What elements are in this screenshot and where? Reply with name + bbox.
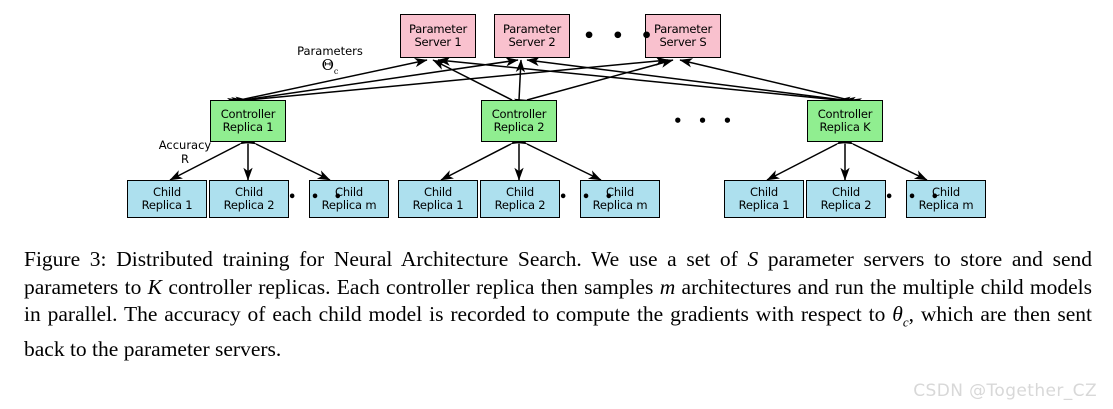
node-line1: Parameter — [653, 21, 713, 36]
node-line2: Server 1 — [414, 35, 462, 49]
parameter-server-2: Parameter Server 2 — [494, 14, 570, 58]
child-replica-m-group-3: Child Replica m — [906, 180, 986, 218]
caption-math-theta-c: θc — [892, 302, 909, 330]
node-line2: Replica m — [592, 198, 648, 212]
accuracy-label-text: Accuracy — [158, 138, 212, 152]
node-line2: Replica 1 — [222, 120, 274, 134]
node-line1: Child — [831, 184, 860, 199]
node-line2: Replica K — [819, 120, 871, 134]
accuracy-symbol: R — [181, 152, 189, 166]
theta-symbol: Θc — [321, 56, 339, 77]
node-line1: Parameter — [502, 21, 562, 36]
children-group-1-ellipsis: • • • — [288, 190, 347, 205]
csdn-watermark: CSDN @Together_CZ — [913, 381, 1097, 401]
node-line2: Replica 1 — [412, 198, 464, 212]
parameter-server-1: Parameter Server 1 — [400, 14, 476, 58]
node-line1: Child — [931, 184, 960, 199]
node-line2: Replica 2 — [223, 198, 275, 212]
controllers-ellipsis: • • • — [673, 112, 738, 130]
controller-replica-1: Controller Replica 1 — [210, 100, 286, 142]
parameters-edge-label: Parameters Θc — [278, 44, 382, 79]
children-group-2-ellipsis: • • • — [559, 190, 618, 205]
node-line1: Child — [152, 184, 181, 199]
caption-part-1: Distributed training for Neural Architec… — [106, 247, 748, 271]
diagram-arrows — [169, 56, 928, 181]
node-line2: Replica 1 — [738, 198, 790, 212]
child-replica-m-group-1: Child Replica m — [309, 180, 389, 218]
caption-math-s: S — [747, 247, 759, 271]
node-line1: Child — [605, 184, 634, 199]
child-replica-2-group-1: Child Replica 2 — [209, 180, 289, 218]
parameter-server-s: Parameter Server S — [645, 14, 721, 58]
node-line2: Server 2 — [508, 35, 556, 49]
servers-ellipsis: • • • — [583, 25, 658, 47]
caption-part-2: parameter servers to store and send para… — [24, 247, 1092, 299]
node-line2: Replica m — [321, 198, 377, 212]
caption-math-m: m — [659, 274, 676, 299]
node-line2: Replica 2 — [494, 198, 546, 212]
node-line2: Server S — [659, 35, 707, 49]
node-line2: Replica 2 — [820, 198, 872, 212]
parameters-label-text: Parameters — [297, 44, 363, 58]
child-replica-m-group-2: Child Replica m — [580, 180, 660, 218]
child-replica-2-group-2: Child Replica 2 — [480, 180, 560, 218]
figure-caption: Figure 3: Distributed training for Neura… — [24, 246, 1092, 363]
controller-replica-k: Controller Replica K — [807, 100, 883, 142]
children-group-3-ellipsis: • • • — [885, 190, 944, 205]
node-line1: Parameter — [408, 21, 468, 36]
child-replica-1-group-3: Child Replica 1 — [724, 180, 804, 218]
node-line2: Replica m — [918, 198, 974, 212]
node-line1: Child — [334, 184, 363, 199]
caption-prefix: Figure 3: — [24, 247, 107, 271]
controller-replica-2: Controller Replica 2 — [481, 100, 557, 142]
caption-part-5: , which are then sent back to the parame… — [24, 302, 1092, 361]
node-line1: Child — [749, 184, 778, 199]
node-line2: Replica 1 — [141, 198, 193, 212]
accuracy-edge-label: Accuracy R — [143, 138, 227, 166]
node-line1: Controller — [220, 106, 276, 121]
caption-part-3: controller replicas. Each controller rep… — [162, 274, 660, 299]
child-replica-2-group-3: Child Replica 2 — [806, 180, 886, 218]
node-line2: Replica 2 — [493, 120, 545, 134]
node-line1: Child — [505, 184, 534, 199]
figure-diagram: Parameter Server 1 Parameter Server 2 Pa… — [127, 14, 986, 218]
caption-part-4: architectures and run the multiple child… — [24, 274, 1092, 327]
child-replica-1-group-1: Child Replica 1 — [127, 180, 207, 218]
node-line1: Controller — [817, 106, 873, 121]
node-line1: Child — [423, 184, 452, 199]
node-line1: Controller — [491, 106, 547, 121]
node-line1: Child — [234, 184, 263, 199]
child-replica-1-group-2: Child Replica 1 — [398, 180, 478, 218]
caption-math-k: K — [147, 274, 163, 299]
